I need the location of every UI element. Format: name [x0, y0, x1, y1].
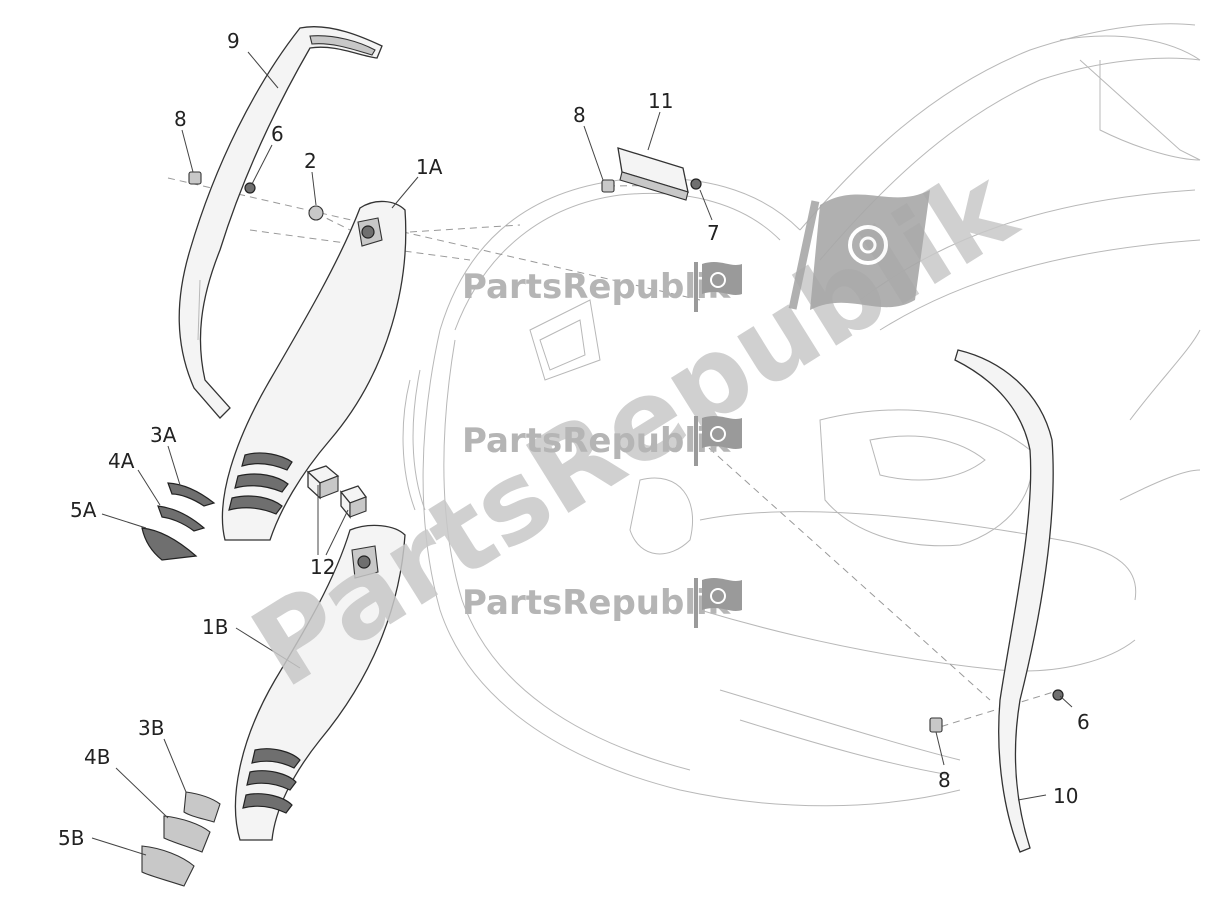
callout-12: 12	[310, 555, 335, 579]
watermark-brand-2: PartsRepublik	[462, 421, 732, 461]
leg-shield-panel-1B	[234, 524, 406, 841]
callout-4B: 4B	[84, 745, 110, 769]
callout-5A: 5A	[70, 498, 97, 522]
cubes-12	[306, 465, 368, 519]
trim-strip-10	[954, 349, 1054, 853]
gear-flag-icon	[694, 578, 742, 628]
callout-9: 9	[227, 29, 240, 53]
screw-6-right	[1052, 689, 1064, 701]
fasteners	[188, 171, 1064, 733]
trims-B	[141, 791, 221, 887]
callout-labels: 9 8 6 2 1A 8 11 7 3A 4A 5A 12 1B 3B 4B 5…	[58, 29, 1090, 850]
gear-flag-icon	[694, 416, 742, 466]
callout-8-top: 8	[174, 107, 187, 131]
callout-3A: 3A	[150, 423, 177, 447]
scooter-body-outline	[402, 23, 1201, 807]
callout-8-mid: 8	[573, 103, 586, 127]
callout-1A: 1A	[416, 155, 443, 179]
clip-8-mid	[601, 179, 615, 193]
watermark-brand-3: PartsRepublik	[462, 583, 732, 623]
screw-2	[308, 205, 324, 221]
clip-8-top	[188, 171, 202, 185]
callout-6-right: 6	[1077, 710, 1090, 734]
callout-8-bottom: 8	[938, 768, 951, 792]
callout-11: 11	[648, 89, 673, 113]
callout-3B: 3B	[138, 716, 164, 740]
callout-7: 7	[707, 221, 720, 245]
screw-6-top	[244, 182, 256, 194]
leg-shield-panel-1A	[221, 200, 407, 541]
callout-6-top: 6	[271, 122, 284, 146]
callout-4A: 4A	[108, 449, 135, 473]
gear-flag-icon	[694, 262, 742, 312]
watermark-brand-1: PartsRepublik	[462, 267, 732, 307]
gear-flag-icon-large	[788, 190, 930, 310]
trim-strip-9	[178, 26, 383, 419]
trims-A	[141, 482, 216, 561]
callout-5B: 5B	[58, 826, 84, 850]
screw-7	[690, 178, 702, 190]
callout-1B: 1B	[202, 615, 228, 639]
leader-lines	[91, 51, 1073, 856]
callout-2: 2	[304, 149, 317, 173]
bracket-11	[617, 147, 689, 201]
clip-8-bottom	[929, 717, 943, 733]
callout-10: 10	[1053, 784, 1078, 808]
